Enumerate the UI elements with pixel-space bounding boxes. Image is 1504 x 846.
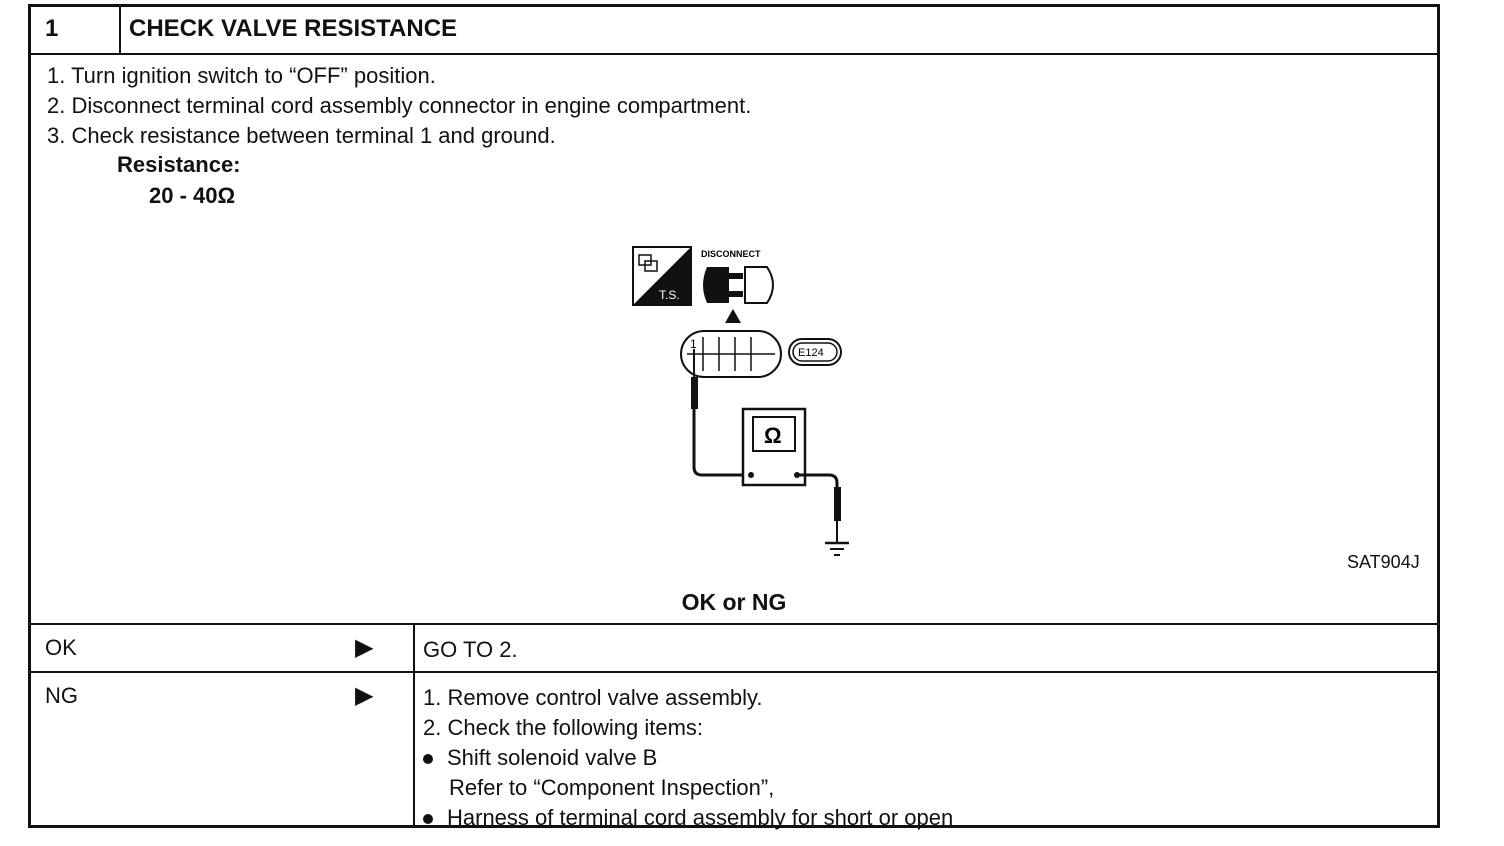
bullet-icon: [423, 754, 433, 765]
spec-value: 20 - 40Ω: [149, 183, 236, 208]
instruction-step: 3. Check resistance between terminal 1 a…: [47, 123, 556, 148]
harness-connector: 1: [680, 330, 782, 378]
arrow-right-icon: ▶: [355, 682, 374, 709]
figure-code: SAT904J: [1347, 552, 1420, 572]
action-line: 1. Remove control valve assembly.: [423, 685, 763, 710]
connector-code: E124: [798, 347, 824, 359]
action-bullet-item: Harness of terminal cord assembly for sh…: [423, 803, 953, 833]
result-action: 1. Remove control valve assembly. 2. Che…: [423, 683, 953, 833]
step-title: CHECK VALVE RESISTANCE: [129, 15, 458, 42]
action-line: Shift solenoid valve B: [447, 745, 658, 770]
column-divider: [413, 625, 415, 671]
connector-code-badge: E124: [788, 338, 842, 366]
ohmmeter: Ω: [741, 407, 807, 487]
instruction-list: 1. Turn ignition switch to “OFF” positio…: [47, 61, 751, 151]
instruction-step: 2. Disconnect terminal cord assembly con…: [47, 93, 752, 118]
result-label: NG: [45, 683, 78, 708]
spec-label: Resistance:: [117, 152, 241, 177]
column-divider: [413, 673, 415, 825]
step-header: 1 CHECK VALVE RESISTANCE: [31, 7, 1437, 55]
decision-question: OK or NG: [681, 589, 787, 615]
result-label: OK: [45, 635, 77, 660]
disconnect-label: DISCONNECT: [701, 249, 761, 259]
resistance-check-diagram: T.S. DISCONNECT 1 E124: [632, 246, 849, 556]
disconnect-icon: DISCONNECT: [701, 249, 774, 304]
meter-symbol: Ω: [764, 423, 782, 448]
action-line: Harness of terminal cord assembly for sh…: [447, 805, 954, 830]
arrow-right-icon: ▶: [355, 634, 374, 661]
result-row-ng: NG ▶ 1. Remove control valve assembly. 2…: [31, 673, 1437, 830]
procedure-table: 1 CHECK VALVE RESISTANCE 1. Turn ignitio…: [28, 4, 1440, 830]
result-table: OK ▶ GO TO 2. NG ▶ 1. Remove control val…: [31, 623, 1437, 830]
ground-symbol: [825, 541, 849, 556]
step-number: 1: [31, 7, 121, 53]
ts-icon: T.S.: [632, 246, 692, 306]
result-row-ok: OK ▶ GO TO 2.: [31, 625, 1437, 673]
bullet-icon: [423, 814, 433, 825]
result-action: GO TO 2.: [423, 635, 518, 665]
ts-label: T.S.: [659, 288, 680, 302]
terminal-label: 1: [690, 337, 697, 351]
action-line: 2. Check the following items:: [423, 715, 704, 740]
action-bullet-item: Shift solenoid valve B: [423, 743, 953, 773]
action-line: GO TO 2.: [423, 637, 518, 662]
action-line: Refer to “Component Inspection”,: [449, 775, 775, 800]
instruction-step: 1. Turn ignition switch to “OFF” positio…: [47, 63, 436, 88]
